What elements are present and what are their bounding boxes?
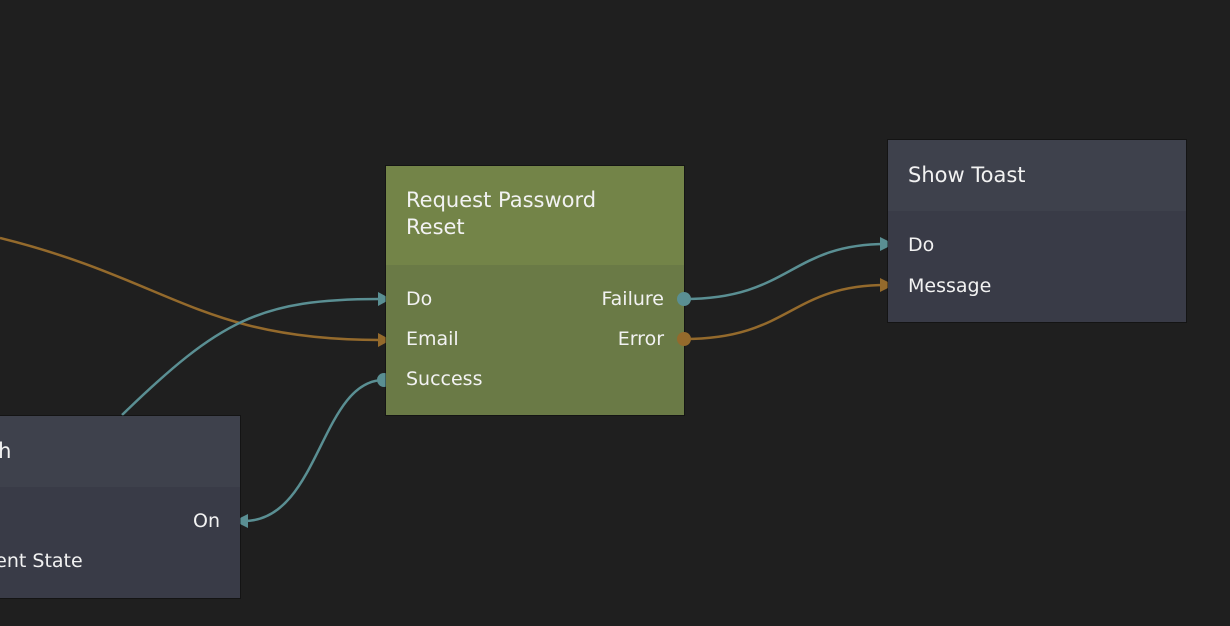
node-body: On Current State	[0, 487, 240, 598]
port-error[interactable]: Error	[617, 328, 664, 350]
port-failure[interactable]: Failure	[601, 288, 664, 310]
wire-error-message	[683, 283, 887, 341]
node-body: Do Email Success Failure Error	[386, 265, 684, 415]
arrow-toast-do-icon	[880, 237, 894, 251]
node-show-toast[interactable]: Show Toast Do Message	[887, 139, 1187, 323]
node-header: Show Toast	[888, 140, 1186, 211]
wire-do	[121, 297, 381, 416]
arrow-message-icon	[880, 278, 894, 292]
node-header: Request Password Reset	[386, 166, 684, 265]
node-title: Request Password Reset	[406, 188, 597, 239]
wire-failure-do	[683, 242, 887, 301]
arrow-on-icon	[234, 514, 248, 528]
node-header: Switch	[0, 416, 240, 487]
node-switch[interactable]: Switch On Current State	[0, 415, 241, 599]
port-on[interactable]: On	[193, 510, 220, 532]
port-message[interactable]: Message	[908, 275, 992, 297]
port-do[interactable]: Do	[908, 234, 935, 256]
node-body: Do Message	[888, 211, 1186, 322]
port-success[interactable]: Success	[406, 368, 483, 390]
wire-success-on	[243, 378, 385, 523]
arrow-email-icon	[378, 333, 391, 347]
arrow-do-icon	[378, 292, 391, 306]
node-title: Show Toast	[908, 163, 1026, 187]
port-current-state[interactable]: Current State	[0, 550, 83, 572]
wire-email	[0, 236, 381, 342]
node-title: Switch	[0, 439, 12, 463]
port-do[interactable]: Do	[406, 288, 433, 310]
port-email[interactable]: Email	[406, 328, 459, 350]
node-request-password-reset[interactable]: Request Password Reset Do Email Success …	[385, 165, 685, 416]
